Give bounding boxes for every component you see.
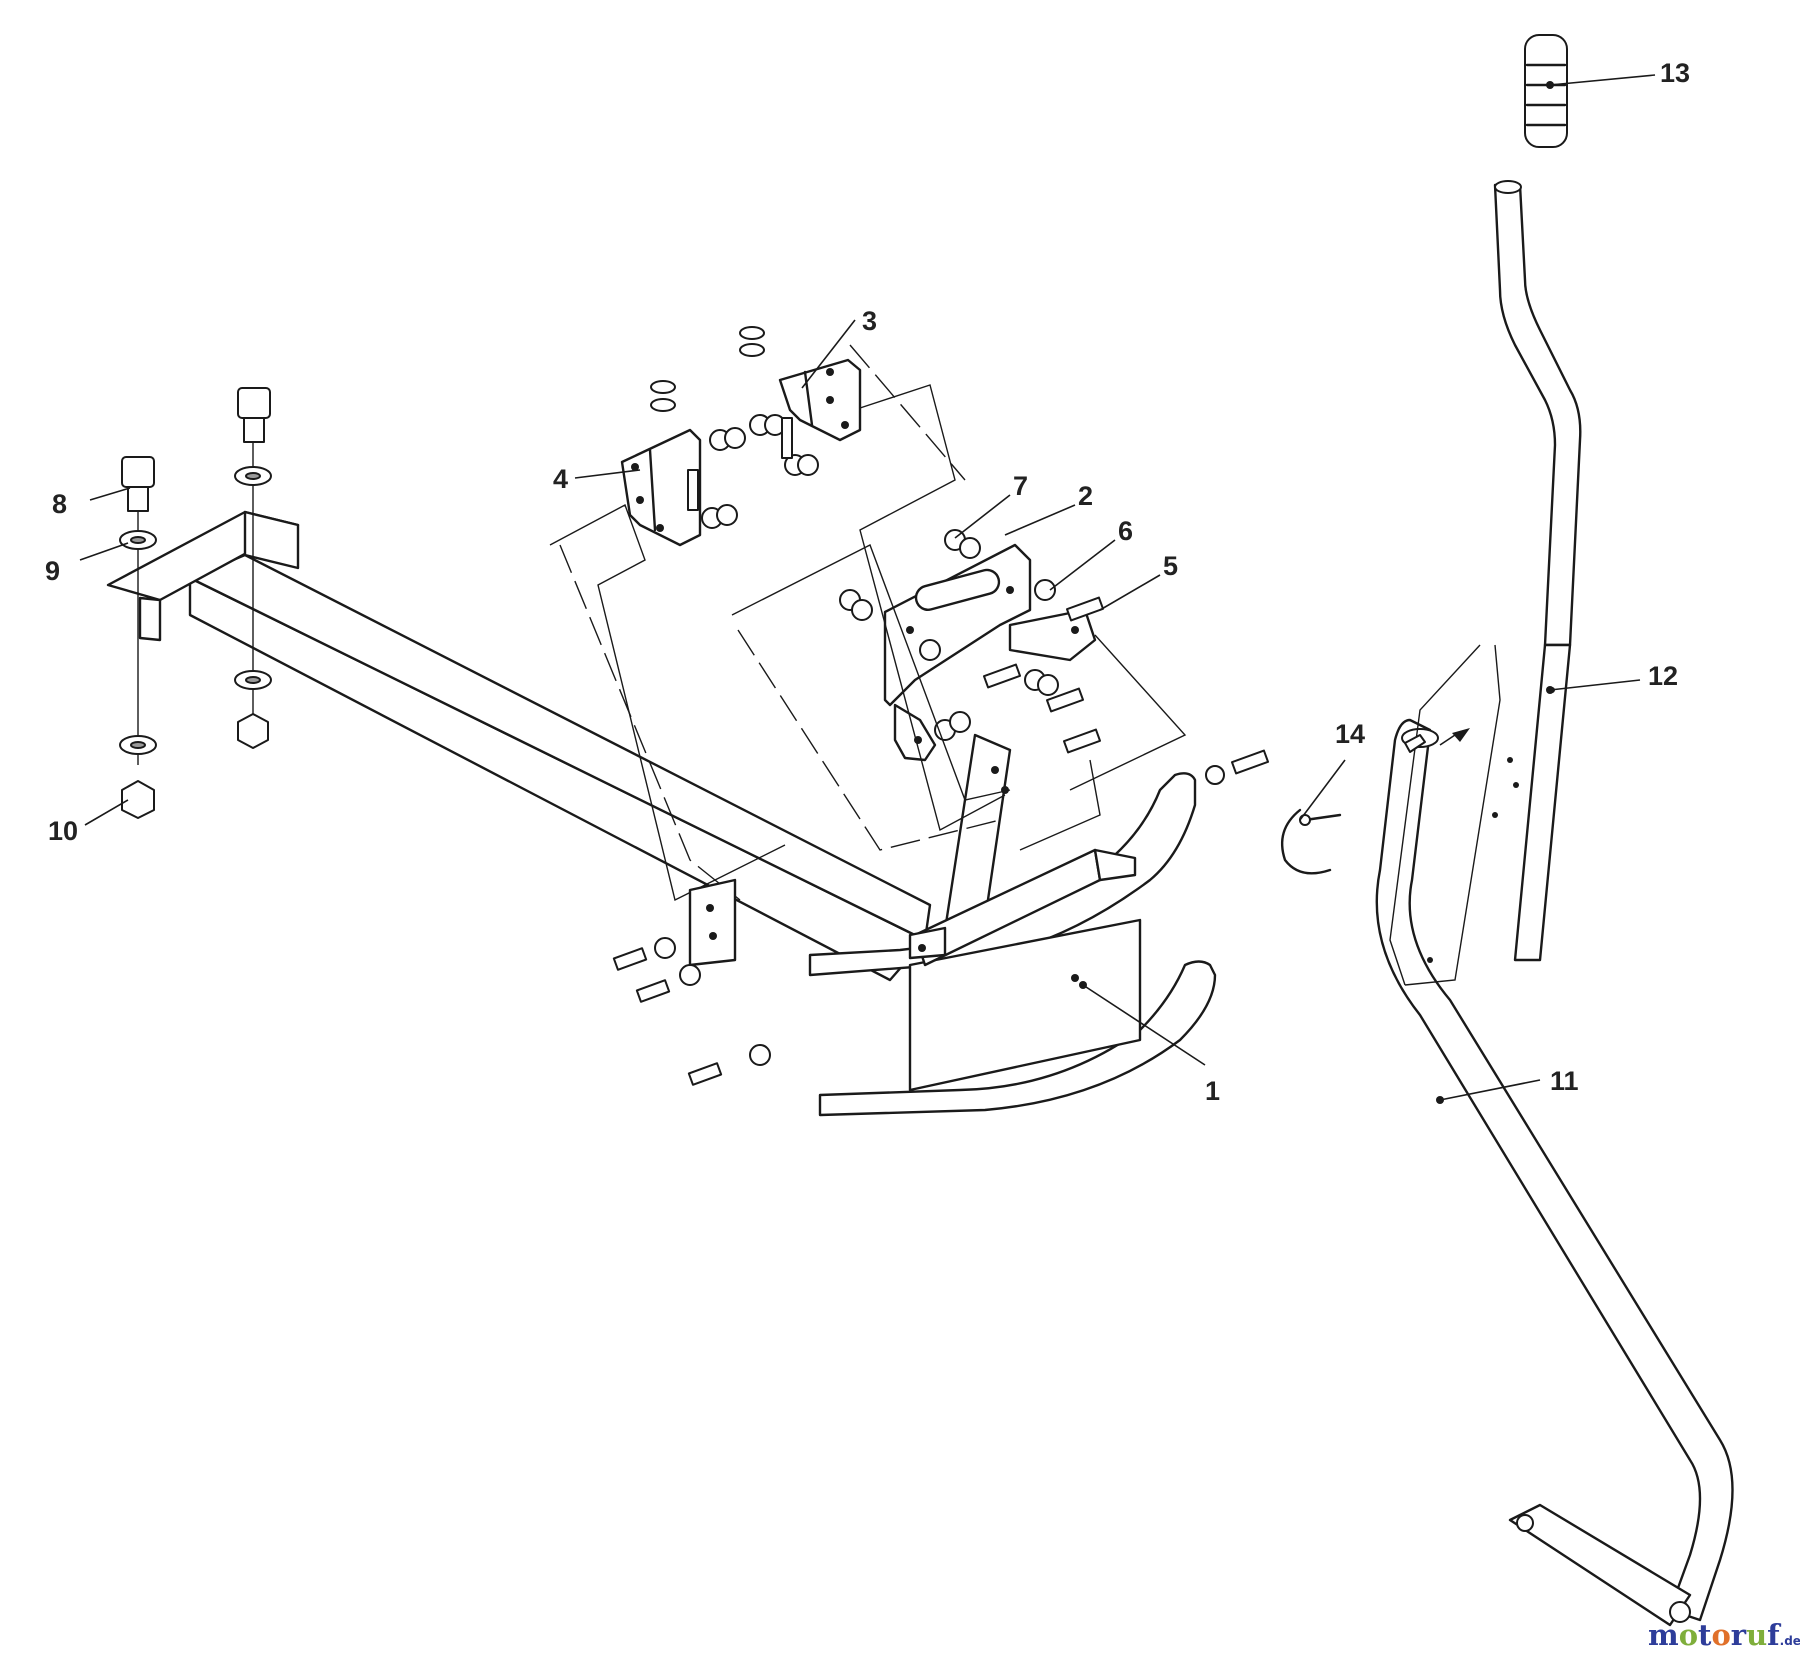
handle-tube (1389, 180, 1582, 986)
callout-labels: 1 2 3 4 5 6 7 8 9 10 11 12 13 14 (45, 58, 1690, 1106)
callout-12: 12 (1648, 661, 1678, 691)
hitch-frame (688, 772, 1217, 1117)
frame-bolts (612, 937, 771, 1086)
callout-3: 3 (862, 306, 877, 336)
upper-brackets (620, 326, 862, 547)
callout-9: 9 (45, 556, 60, 586)
leader-lines (79, 74, 1656, 1104)
callout-4: 4 (553, 464, 568, 494)
callout-5: 5 (1163, 551, 1178, 581)
callout-11: 11 (1550, 1066, 1579, 1096)
handle-grip (1524, 34, 1568, 148)
watermark-letter-u: u (1746, 1618, 1767, 1652)
watermark-letter-m: m (1648, 1618, 1679, 1652)
watermark-suffix: .de (1780, 1634, 1800, 1648)
lever-rod (1375, 718, 1734, 1627)
watermark-letter-r: r (1731, 1618, 1747, 1652)
watermark-letter-o2: o (1711, 1618, 1730, 1652)
svg-text:motoruf.de: motoruf.de (1648, 1618, 1800, 1652)
watermark-letter-t: t (1698, 1618, 1712, 1652)
callout-7: 7 (1013, 471, 1028, 501)
left-hardware-stack (119, 387, 272, 819)
callout-1: 1 (1205, 1076, 1220, 1106)
watermark-letter-o1: o (1679, 1618, 1698, 1652)
assembly-guides (549, 344, 1187, 902)
callout-14: 14 (1335, 719, 1365, 749)
motoruf-watermark: motoruf.de (1648, 1618, 1800, 1652)
callout-2: 2 (1078, 481, 1093, 511)
callout-8: 8 (52, 489, 67, 519)
tow-arm (106, 510, 932, 982)
watermark-letter-f: f (1767, 1618, 1782, 1652)
center-plate (839, 529, 1270, 932)
retaining-clip (1280, 728, 1470, 875)
callout-6: 6 (1118, 516, 1133, 546)
callout-10: 10 (48, 816, 78, 846)
callout-13: 13 (1660, 58, 1690, 88)
